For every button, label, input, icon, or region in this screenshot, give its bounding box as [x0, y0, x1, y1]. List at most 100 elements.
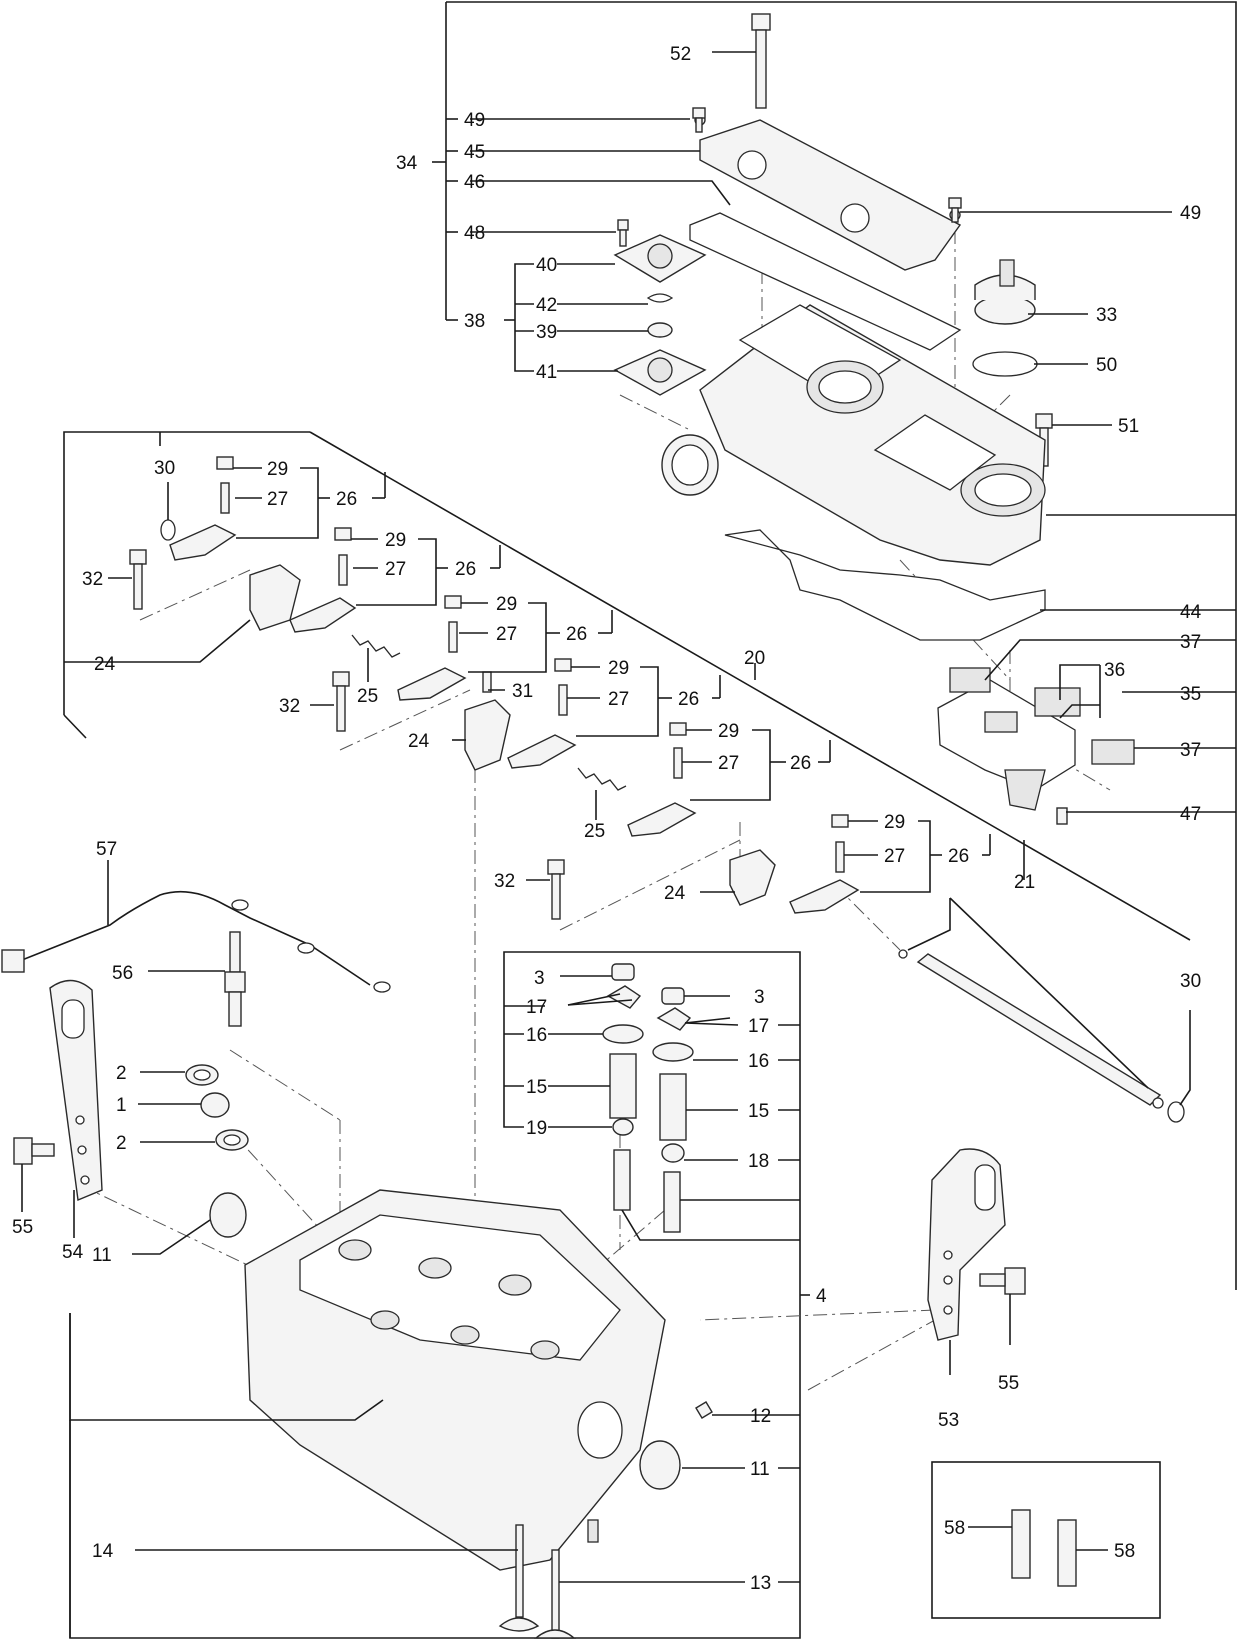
label-26: 26 [566, 624, 587, 645]
label-44: 44 [1180, 602, 1202, 623]
label-16: 16 [748, 1051, 769, 1072]
screw-49-drawing [692, 107, 962, 223]
label-26: 26 [790, 753, 811, 774]
label-27: 27 [608, 689, 629, 710]
label-26: 26 [678, 689, 699, 710]
label-54: 54 [62, 1242, 84, 1263]
bolt-52-drawing [751, 13, 771, 109]
label-25: 25 [584, 821, 605, 842]
label-50: 50 [1096, 355, 1117, 376]
label-24: 24 [94, 654, 116, 675]
intake-manifold-drawing [661, 304, 1046, 641]
plug-11a-drawing [209, 1192, 247, 1238]
label-12: 12 [750, 1406, 771, 1427]
label-29: 29 [385, 530, 406, 551]
label-58: 58 [1114, 1541, 1135, 1562]
label-35: 35 [1180, 684, 1201, 705]
label-30: 30 [1180, 971, 1201, 992]
label-34: 34 [396, 153, 418, 174]
label-20: 20 [744, 648, 765, 669]
label-19: 19 [526, 1118, 547, 1139]
label-11: 11 [92, 1245, 112, 1266]
leader-lines [21, 51, 1236, 1638]
breather-parts-drawing [613, 234, 707, 396]
label-25: 25 [357, 686, 378, 707]
gasket-46-drawing [689, 212, 962, 351]
rocker-arms-drawing [169, 524, 860, 914]
label-38: 38 [464, 311, 485, 332]
rocker-supports-drawing [249, 564, 776, 906]
label-47: 47 [1180, 804, 1201, 825]
springs-25-drawing [351, 634, 627, 791]
label-27: 27 [267, 489, 288, 510]
label-18: 18 [748, 1151, 769, 1172]
breather-box-drawing [937, 667, 1135, 825]
plug-12-drawing [695, 1401, 713, 1419]
glow-harness-drawing [1, 890, 391, 993]
plug-11b-drawing [639, 1440, 681, 1490]
label-33: 33 [1096, 305, 1117, 326]
glow-plug-drawing [224, 931, 246, 1027]
label-37: 37 [1180, 632, 1201, 653]
label-27: 27 [496, 624, 517, 645]
part-labels: 52 49 45 34 46 49 48 40 42 38 39 41 33 5… [12, 44, 1202, 1594]
filler-cap-drawing [974, 259, 1036, 325]
label-46: 46 [464, 172, 485, 193]
label-55: 55 [12, 1217, 33, 1238]
label-26: 26 [455, 559, 476, 580]
label-24: 24 [664, 883, 686, 904]
label-53: 53 [938, 1410, 959, 1431]
label-48: 48 [464, 223, 485, 244]
label-2: 2 [116, 1133, 127, 1154]
valves-drawing [498, 1524, 576, 1639]
label-42: 42 [536, 295, 557, 316]
label-3: 3 [534, 968, 545, 989]
label-45: 45 [464, 142, 485, 163]
label-51: 51 [1118, 416, 1139, 437]
label-27: 27 [884, 846, 905, 867]
label-31: 31 [512, 681, 533, 702]
cylinder-head-drawing [244, 1189, 666, 1571]
label-29: 29 [718, 721, 739, 742]
label-37: 37 [1180, 740, 1201, 761]
label-52: 52 [670, 44, 691, 65]
label-21: 21 [1014, 872, 1035, 893]
label-39: 39 [536, 322, 557, 343]
rocker-shaft-drawing [898, 949, 1164, 1109]
label-15: 15 [526, 1077, 547, 1098]
label-57: 57 [96, 839, 117, 860]
label-14: 14 [92, 1541, 114, 1562]
label-32: 32 [82, 569, 103, 590]
label-17: 17 [748, 1016, 769, 1037]
lift-bracket-54-drawing [49, 979, 103, 1201]
label-41: 41 [536, 362, 557, 383]
label-27: 27 [718, 753, 739, 774]
label-17: 17 [526, 997, 547, 1018]
label-40: 40 [536, 255, 557, 276]
label-32: 32 [279, 696, 300, 717]
label-49: 49 [1180, 203, 1201, 224]
label-56: 56 [112, 963, 133, 984]
bolts-32-drawing [129, 549, 565, 920]
washers-30-drawing [160, 519, 1185, 1123]
label-11: 11 [750, 1459, 770, 1480]
adjusting-screws-drawing [216, 456, 849, 873]
label-55: 55 [998, 1373, 1019, 1394]
label-1: 1 [116, 1095, 127, 1116]
seals-drawing [185, 1064, 249, 1151]
lift-bracket-53-drawing [927, 1148, 1026, 1341]
rocker-cover-drawing [694, 114, 962, 271]
label-4: 4 [816, 1286, 827, 1307]
o-ring-50-drawing [972, 351, 1038, 377]
valve-guides-58-drawing [1011, 1509, 1077, 1587]
label-32: 32 [494, 871, 515, 892]
label-15: 15 [748, 1101, 769, 1122]
valve-spring-assemblies-drawing [602, 963, 694, 1233]
label-30: 30 [154, 458, 175, 479]
label-3: 3 [754, 987, 765, 1008]
bolt-55a-drawing [13, 1137, 55, 1165]
label-29: 29 [884, 812, 905, 833]
label-49: 49 [464, 110, 485, 131]
label-36: 36 [1104, 660, 1125, 681]
